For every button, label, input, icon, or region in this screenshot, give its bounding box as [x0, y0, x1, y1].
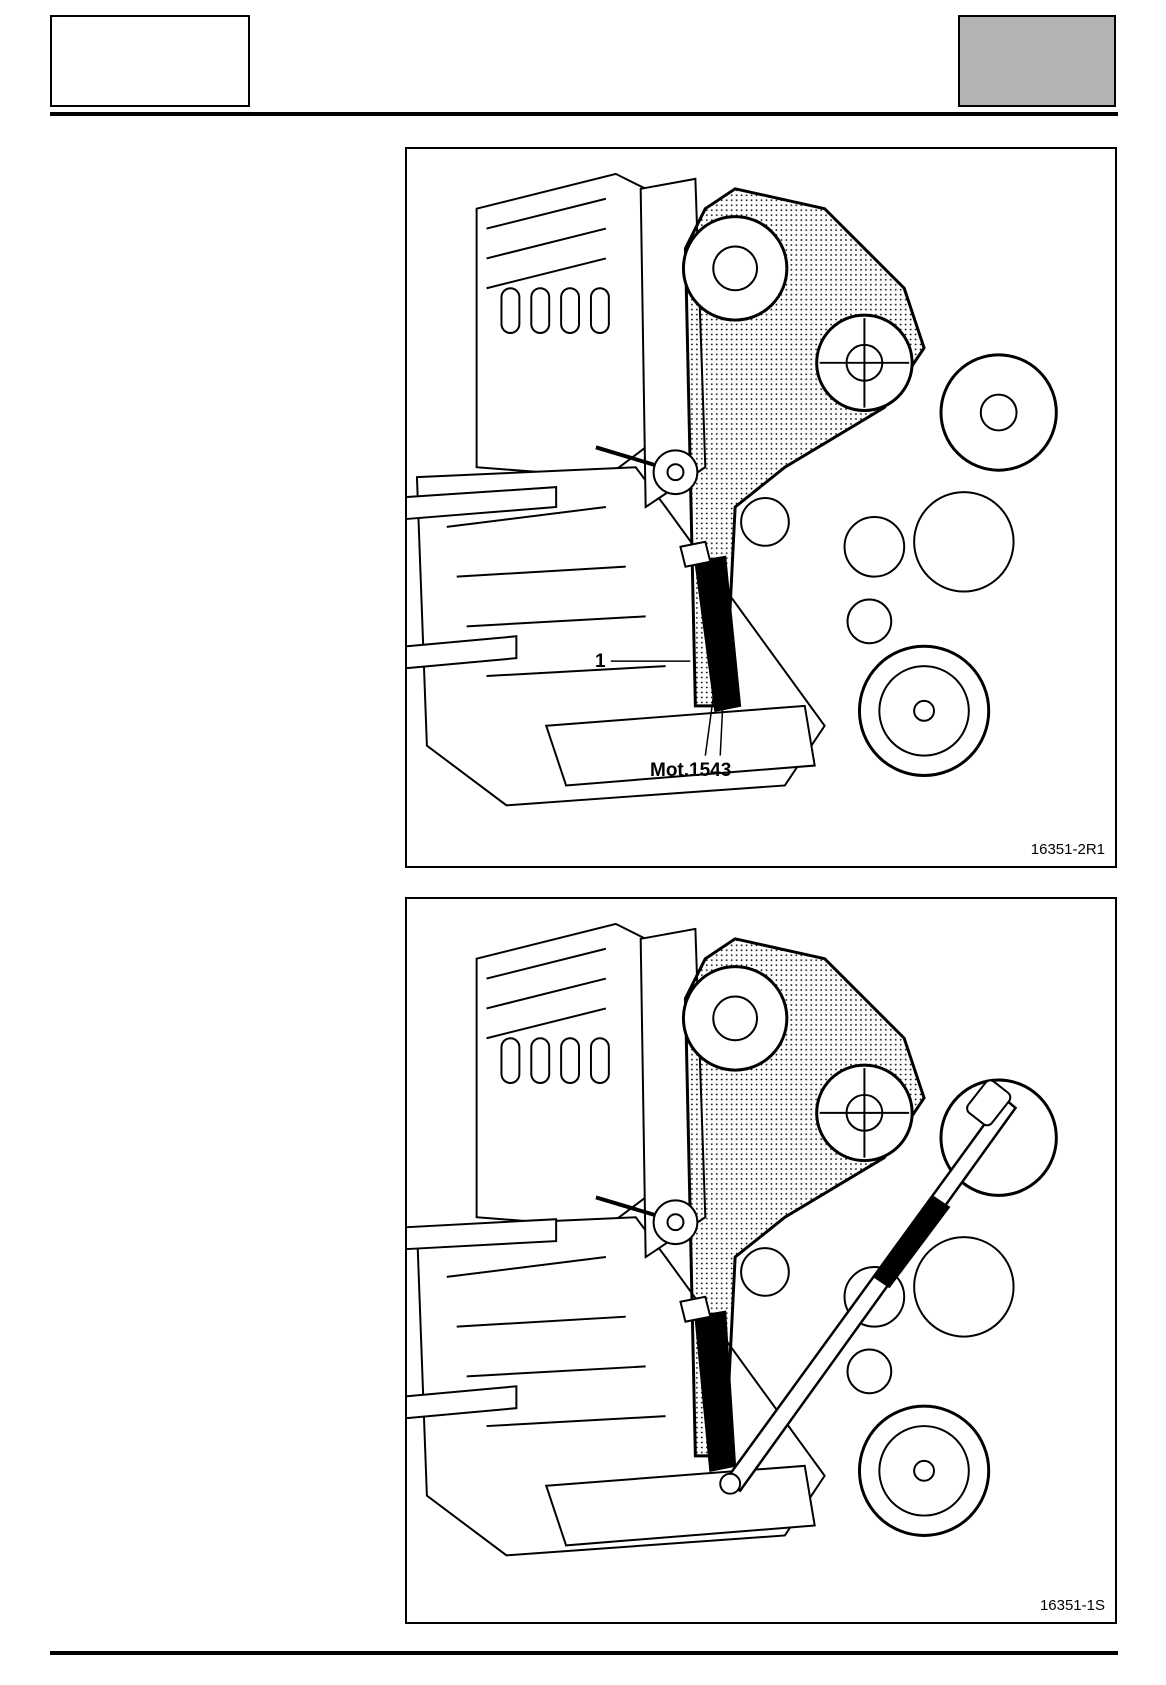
- engine-illustration: [407, 922, 1058, 1557]
- engine-illustration: [407, 172, 1058, 807]
- figure-timing-belt-tool-fitted: 1 Mot.1543 16351-2R1: [405, 147, 1117, 868]
- footer-rule: [50, 1651, 1118, 1655]
- callout-part-number: 1: [595, 651, 606, 672]
- header-rule: [50, 112, 1118, 116]
- header-box-right: [958, 15, 1116, 107]
- callout-tool-reference: Mot.1543: [650, 760, 732, 781]
- figure-reference: 16351-1S: [1039, 1597, 1105, 1614]
- figure-timing-belt-tension-check: 16351-1S: [405, 897, 1117, 1624]
- header-box-left: [50, 15, 250, 107]
- figure-reference: 16351-2R1: [1030, 841, 1105, 858]
